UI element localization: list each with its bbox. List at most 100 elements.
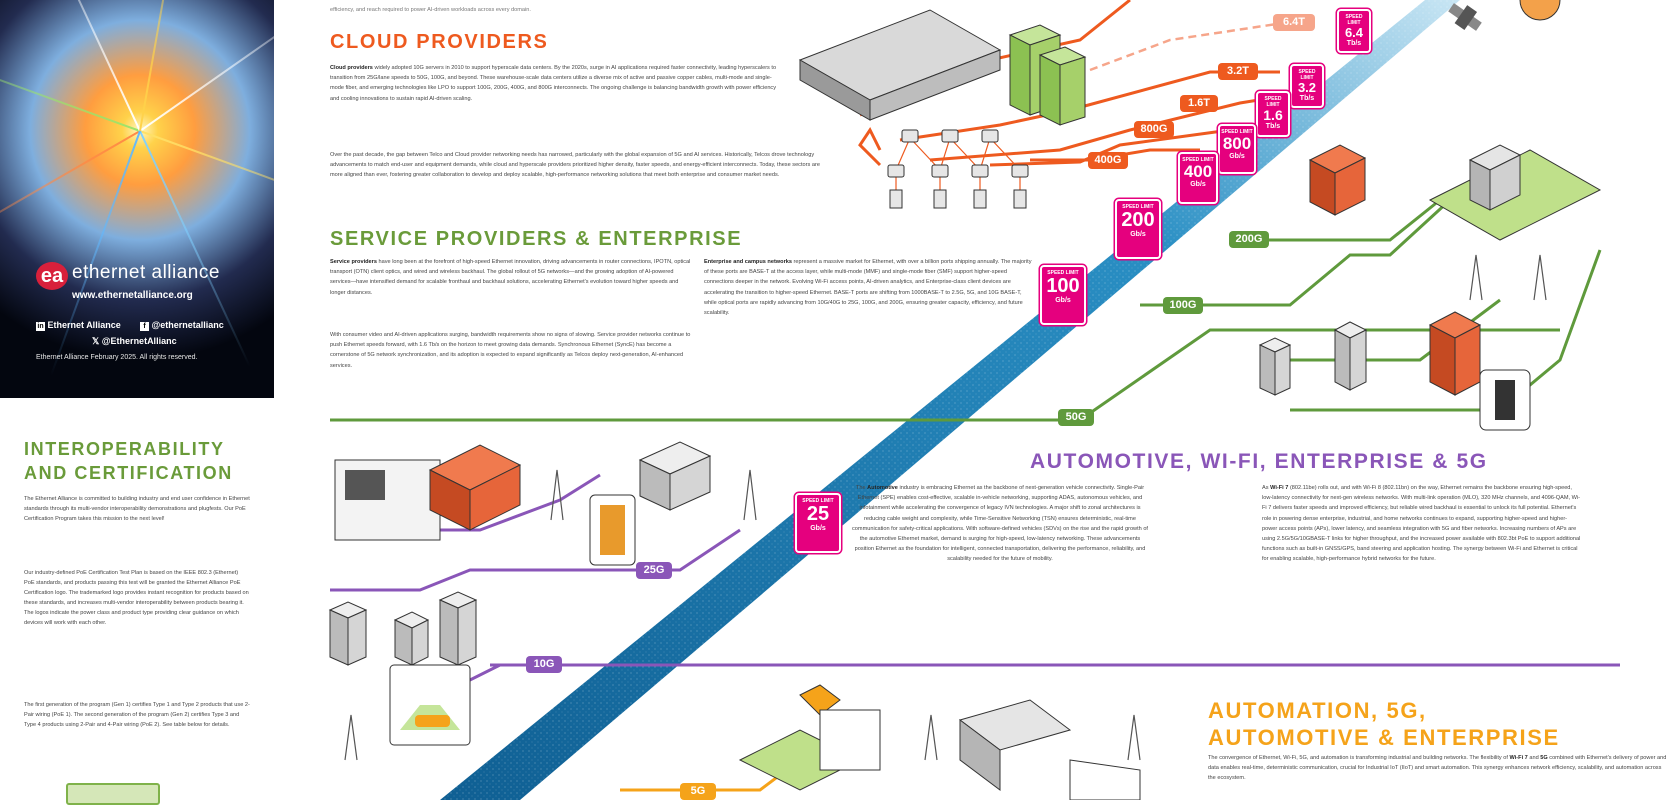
service-providers-paragraph: Service providers have long been at the …	[330, 257, 692, 298]
social-label: @ethernetallianc	[151, 320, 224, 330]
sign-caption: SPEED LIMIT	[1047, 270, 1079, 276]
automotive-paragraph: The Automotive industry is embracing Eth…	[850, 483, 1150, 565]
intro-text-fragment: efficiency, and reach required to power …	[330, 7, 531, 13]
sign-unit: Gb/s	[810, 525, 826, 532]
cover-panel: ea ethernet alliance www.ethernetallianc…	[0, 0, 274, 398]
service-providers-paragraph: With consumer video and AI-driven applic…	[330, 332, 691, 369]
enterprise-body: represent a massive market for Ethernet,…	[704, 259, 1032, 317]
automation-paragraph: The convergence of Ethernet, Wi-Fi, 5G, …	[1208, 753, 1670, 784]
automotive-body: industry is embracing Ethernet as the ba…	[852, 485, 1148, 563]
automation-post: combined with Ethernet's delivery of pow…	[1208, 755, 1667, 782]
sign-value: 1.6	[1263, 107, 1283, 123]
sign-value: 200	[1121, 209, 1155, 231]
automation-heading-line: AUTOMOTIVE & ENTERPRISE	[1208, 725, 1560, 750]
speed-limit-sign-200gb: SPEED LIMIT 200 Gb/s	[1115, 199, 1161, 259]
satellite-illustration	[1448, 0, 1561, 31]
sign-caption: SPEED LIMIT	[1298, 69, 1316, 81]
linkedin-icon: in	[36, 322, 45, 331]
ethernet-alliance-logo-mark: ea	[36, 262, 68, 290]
sign-caption: SPEED LIMIT	[1221, 129, 1253, 135]
orange-future-line	[1089, 20, 1291, 72]
enterprise-lead: Enterprise and campus networks	[704, 259, 792, 265]
factory-automation-illustration	[738, 684, 1141, 800]
x-icon: 𝕏	[92, 336, 100, 346]
sign-value: 3.2	[1297, 80, 1317, 95]
facebook-icon: f	[140, 322, 149, 331]
sign-unit: Tb/s	[1299, 95, 1315, 102]
wifi-body: (802.11be) rolls out, and with Wi-Fi 8 (…	[1262, 485, 1581, 563]
service-body: have long been at the forefront of high-…	[330, 259, 691, 296]
brand-url-link[interactable]: www.ethernetalliance.org	[72, 290, 193, 301]
speed-pill-6-4t: 6.4T	[1273, 14, 1315, 31]
speed-pill-25g: 25G	[636, 562, 672, 579]
speed-pill-50g: 50G	[1058, 409, 1094, 426]
sign-caption: SPEED LIMIT	[1345, 14, 1363, 26]
speed-pill-5g: 5G	[680, 783, 716, 800]
cloud-body: widely adopted 10G servers in 2010 to su…	[330, 65, 777, 102]
brand-name: ethernet alliance	[72, 262, 220, 283]
interop-heading-line: INTEROPERABILITY	[24, 439, 225, 459]
automation-bold: Wi-Fi 7	[1509, 755, 1528, 761]
speed-limit-sign-400gb: SPEED LIMIT 400 Gb/s	[1178, 152, 1218, 204]
cloud-providers-heading: CLOUD PROVIDERS	[330, 31, 549, 53]
speed-limit-sign-1-6tb: SPEED LIMIT 1.6 Tb/s	[1256, 91, 1290, 137]
interop-paragraph: The first generation of the program (Gen…	[24, 702, 250, 728]
wifi-pre: As	[1262, 485, 1271, 491]
social-x-link[interactable]: 𝕏 @EthernetAllianc	[92, 336, 177, 347]
enterprise-campus-illustration	[1308, 144, 1602, 241]
interop-heading: INTEROPERABILITY AND CERTIFICATION	[24, 437, 264, 485]
office-buildings-illustration	[1258, 311, 1531, 431]
cloud-providers-paragraph: Cloud providers widely adopted 10G serve…	[330, 63, 785, 104]
enterprise-campus-paragraph: Enterprise and campus networks represent…	[704, 257, 1034, 318]
automation-bold: 5G	[1540, 755, 1548, 761]
cloud-lead: Cloud providers	[330, 65, 373, 71]
home-office-illustration	[334, 441, 712, 566]
wifi-paragraph: As Wi-Fi 7 (802.11be) rolls out, and wit…	[1262, 483, 1582, 565]
social-label: Ethernet Alliance	[47, 320, 121, 330]
automotive-heading: AUTOMOTIVE, WI-FI, ENTERPRISE & 5G	[1030, 450, 1488, 473]
speed-pill-800g: 800G	[1134, 121, 1174, 138]
automotive-pre: The	[855, 485, 868, 491]
automotive-lead: Automotive	[867, 485, 898, 491]
sign-unit: Gb/s	[1130, 231, 1146, 238]
sign-value: 25	[806, 503, 830, 525]
speed-pill-10g: 10G	[526, 656, 562, 673]
speed-limit-sign-25gb: SPEED LIMIT 25 Gb/s	[795, 493, 841, 553]
interop-paragraph: Our industry-defined PoE Certification T…	[24, 570, 249, 626]
automation-heading-line: AUTOMATION, 5G,	[1208, 698, 1427, 723]
sign-unit: Tb/s	[1265, 123, 1281, 130]
sign-unit: Gb/s	[1229, 153, 1245, 160]
automation-pre: The convergence of Ethernet, Wi-Fi, 5G, …	[1208, 755, 1510, 761]
sign-caption: SPEED LIMIT	[802, 498, 834, 504]
sign-value: 100	[1046, 275, 1080, 297]
cloud-datacenter-illustration	[798, 9, 1002, 121]
copyright-text: Ethernet Alliance February 2025. All rig…	[36, 354, 198, 361]
sign-value: 800	[1222, 134, 1252, 153]
speed-highway-texture	[440, 0, 1460, 800]
automation-heading: AUTOMATION, 5G, AUTOMOTIVE & ENTERPRISE	[1208, 697, 1560, 751]
sign-caption: SPEED LIMIT	[1264, 96, 1282, 108]
speed-pill-3-2t: 3.2T	[1218, 63, 1258, 80]
sign-unit: Tb/s	[1346, 40, 1362, 47]
speed-pill-100g: 100G	[1163, 297, 1203, 314]
interop-paragraph: The Ethernet Alliance is committed to bu…	[24, 496, 250, 522]
speed-limit-sign-100gb: SPEED LIMIT 100 Gb/s	[1040, 265, 1086, 325]
automation-mid: and	[1527, 755, 1541, 761]
speed-pill-400g: 400G	[1088, 152, 1128, 169]
speed-limit-sign-800gb: SPEED LIMIT 800 Gb/s	[1218, 124, 1256, 174]
server-tower-illustration	[1008, 24, 1087, 126]
cell-tower-icons	[344, 254, 1547, 761]
sign-value: 400	[1183, 162, 1213, 181]
social-facebook-link[interactable]: f @ethernetallianc	[140, 320, 224, 331]
sign-value: 6.4	[1344, 25, 1364, 40]
sign-unit: Gb/s	[1055, 297, 1071, 304]
service-lead: Service providers	[330, 259, 377, 265]
social-label: @EthernetAllianc	[101, 336, 177, 346]
network-switch-nodes	[887, 129, 1029, 209]
sign-caption: SPEED LIMIT	[1182, 157, 1214, 163]
speed-limit-sign-6-4tb: SPEED LIMIT 6.4 Tb/s	[1337, 9, 1371, 53]
social-linkedin-link[interactable]: in Ethernet Alliance	[36, 320, 121, 331]
wifi-lead: Wi-Fi 7	[1270, 485, 1289, 491]
sign-caption: SPEED LIMIT	[1122, 204, 1154, 210]
